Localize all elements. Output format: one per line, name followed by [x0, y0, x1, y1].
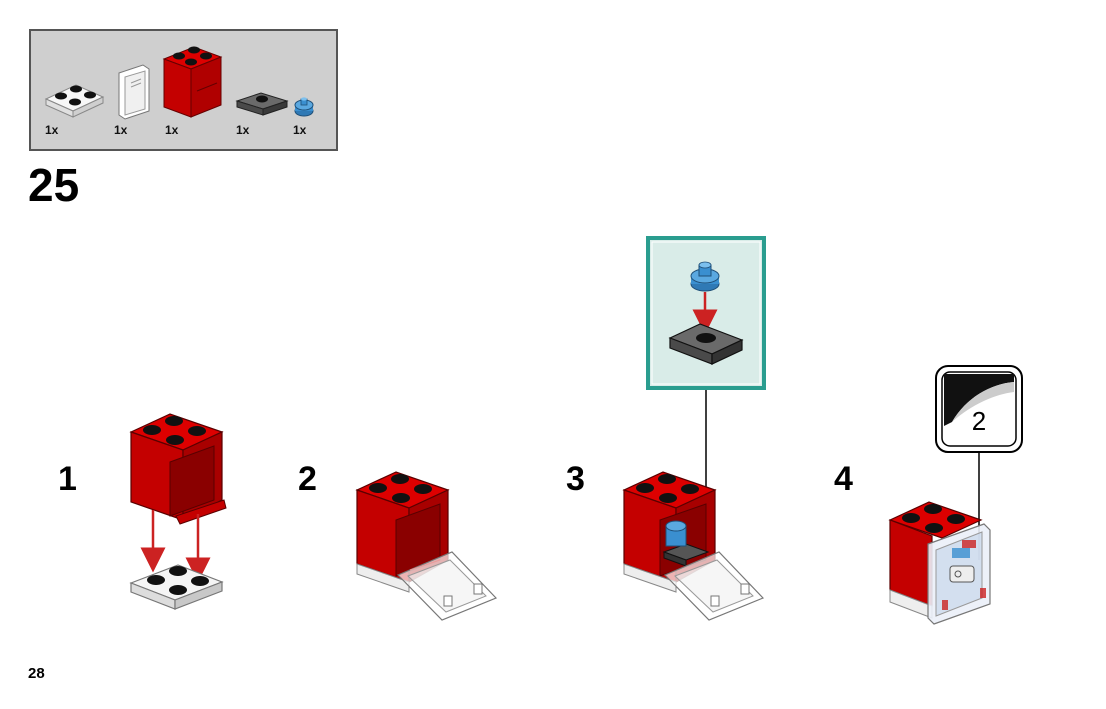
parts-list-box: 1x 1x 1x 1x 1x: [29, 29, 338, 151]
door-part-icon: [118, 64, 150, 120]
substep-label-2: 2: [298, 460, 317, 498]
substep-4-illustration: [888, 501, 991, 625]
substep-3-illustration: [622, 471, 765, 621]
part-quantity: 1x: [114, 123, 128, 137]
substep-label-1: 1: [58, 460, 77, 498]
white-plate-part-icon: [44, 84, 105, 118]
substep-1-illustration: [129, 413, 227, 610]
red-container-part-icon: [162, 46, 223, 118]
part-quantity: 1x: [165, 123, 179, 137]
substep-label-4: 4: [834, 460, 853, 498]
part-quantity: 1x: [236, 123, 250, 137]
grey-plate-part-icon: [235, 92, 289, 116]
substep-2-illustration: [355, 471, 498, 621]
sticker-number: 2: [971, 406, 987, 436]
page-number: 28: [28, 665, 45, 682]
part-quantity: 1x: [293, 123, 307, 137]
part-quantity: 1x: [45, 123, 59, 137]
step-number: 25: [28, 159, 80, 211]
blue-tile-part-icon: [294, 97, 314, 117]
sticker-callout: [935, 365, 1023, 560]
parts-list-art: [44, 46, 314, 120]
substep-label-3: 3: [566, 460, 585, 498]
